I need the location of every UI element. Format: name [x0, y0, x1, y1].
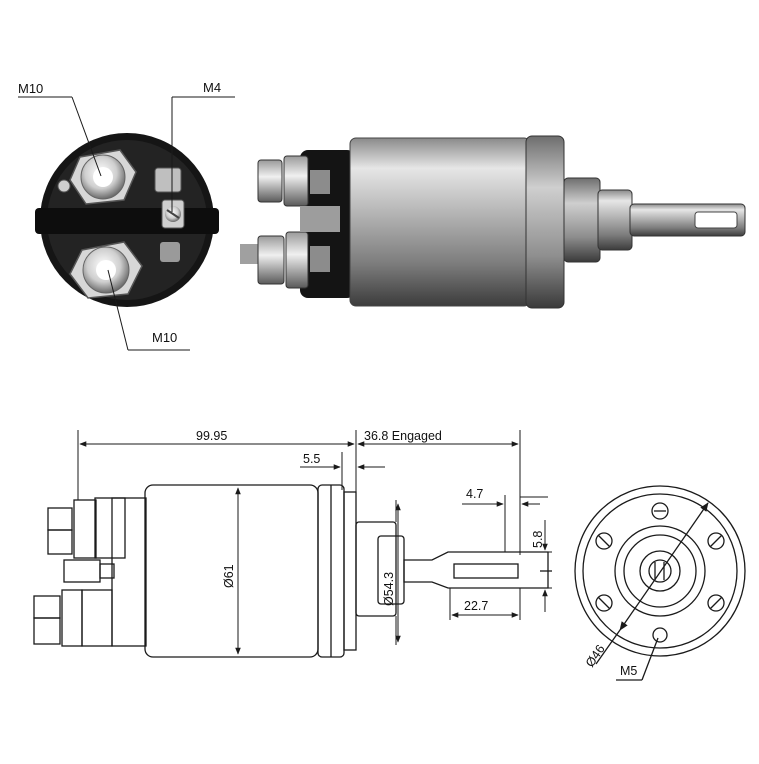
label-m4: M4 [203, 80, 221, 95]
dim-plunger-tip: 4.7 [466, 487, 483, 501]
dim-nose-diameter: Ø54.3 [382, 572, 396, 606]
dim-engaged-travel: 36.8 Engaged [364, 429, 442, 443]
terminal-bridge [35, 208, 219, 234]
dim-slot-width: 5.8 [531, 531, 545, 548]
bottom-stud-nuts [240, 231, 330, 289]
flange-front-view [574, 485, 746, 681]
photo-callouts [18, 96, 235, 351]
dim-mount-thread: M5 [620, 664, 637, 678]
plunger-guide [597, 189, 633, 251]
dim-flange-width: 5.5 [303, 452, 320, 466]
end-view-photo [35, 133, 219, 307]
label-bottom-m10: M10 [152, 330, 177, 345]
dim-overall-length: 99.95 [196, 429, 227, 443]
label-top-m10: M10 [18, 81, 43, 96]
top-stud-nuts [257, 155, 330, 207]
dim-bolt-circle: Ø46 [583, 642, 608, 669]
mounting-flange [525, 135, 565, 309]
dim-plunger-length: 22.7 [464, 599, 488, 613]
top-m10-stud [69, 149, 137, 205]
side-elevation-drawing [33, 484, 552, 658]
solenoid-can [349, 137, 531, 307]
side-dimensions [77, 430, 552, 655]
m4-terminal [154, 167, 185, 262]
side-view-photo [240, 135, 746, 309]
plunger-slot [694, 211, 738, 229]
nose [563, 177, 601, 263]
end-cap-screw [57, 179, 71, 193]
dim-body-diameter: Ø61 [222, 564, 236, 588]
small-terminal [300, 206, 340, 232]
bottom-m10-stud [69, 241, 143, 299]
